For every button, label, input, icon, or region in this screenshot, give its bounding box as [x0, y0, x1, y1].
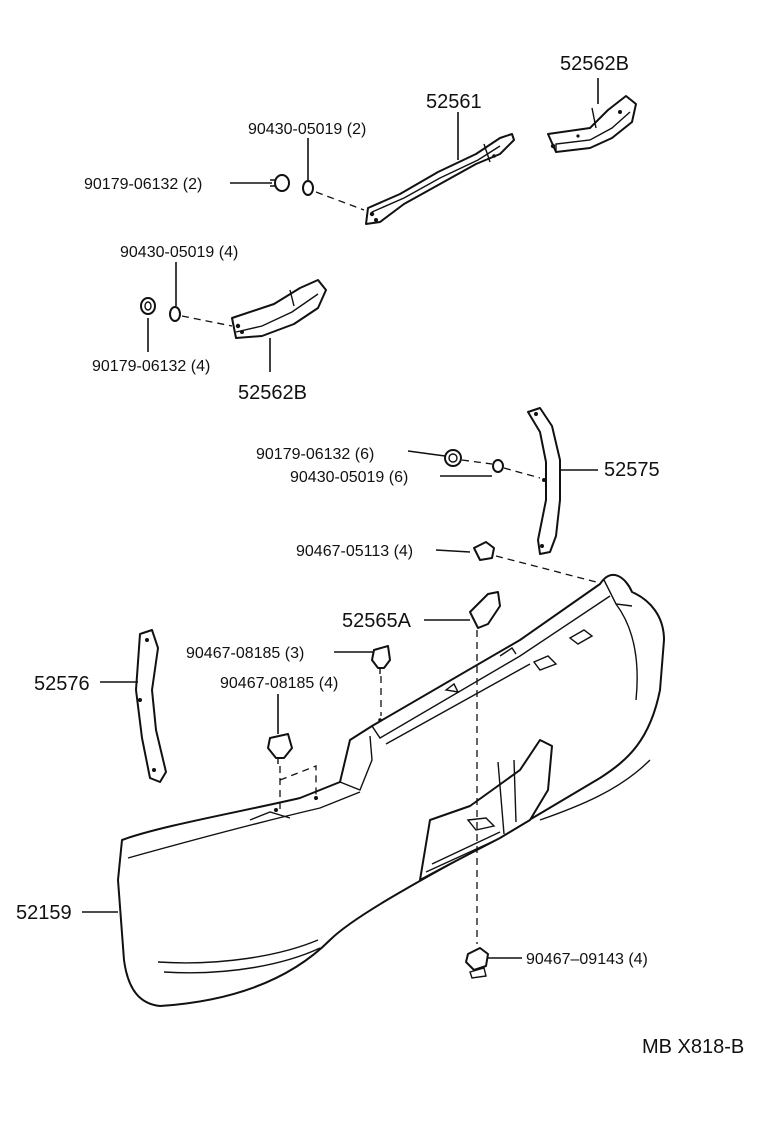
clip-90179-top — [270, 174, 290, 192]
clip-90179-mid — [140, 297, 156, 315]
bracket-52565A — [469, 591, 501, 629]
bumper-cover-52159 — [117, 573, 665, 1007]
label-90179-06132-6: 90179-06132 (6) — [256, 446, 374, 463]
label-52562B-bottom: 52562B — [238, 382, 307, 404]
label-52576: 52576 — [34, 673, 90, 695]
bracket-52561 — [365, 133, 515, 225]
clip-90467-09143 — [465, 947, 489, 979]
washer-90430-top — [302, 180, 314, 196]
leader-lines — [82, 78, 599, 959]
label-90467-05113: 90467-05113 (4) — [296, 543, 413, 560]
bracket-52562B-mid — [231, 279, 327, 339]
label-90467-09143: 90467–09143 (4) — [526, 951, 648, 968]
clip-90467-05113 — [473, 541, 495, 561]
label-90430-05019-4: 90430-05019 (4) — [120, 244, 238, 261]
bracket-52562B-top — [547, 95, 637, 153]
label-90179-06132-4: 90179-06132 (4) — [92, 358, 210, 375]
clip-90467-08185-3 — [371, 645, 391, 674]
clip-90467-08185-4 — [267, 733, 293, 764]
diagram-reference: MB X818-B — [642, 1036, 744, 1058]
clip-90179-side — [444, 449, 462, 467]
label-90179-06132-2: 90179-06132 (2) — [84, 176, 202, 193]
label-52575: 52575 — [604, 459, 660, 481]
label-52561: 52561 — [426, 91, 482, 113]
label-52565A: 52565A — [342, 610, 412, 632]
retainer-52576 — [135, 629, 167, 783]
label-90467-08185-3: 90467-08185 (3) — [186, 645, 304, 662]
label-52159: 52159 — [16, 902, 72, 924]
retainer-52575 — [527, 407, 561, 555]
washer-90430-mid — [169, 306, 181, 322]
label-90430-05019-2: 90430-05019 (2) — [248, 121, 366, 138]
washer-90430-side — [492, 459, 504, 473]
label-52562B-top: 52562B — [560, 53, 629, 75]
label-90467-08185-4: 90467-08185 (4) — [220, 675, 338, 692]
label-90430-05019-6: 90430-05019 (6) — [290, 469, 408, 486]
